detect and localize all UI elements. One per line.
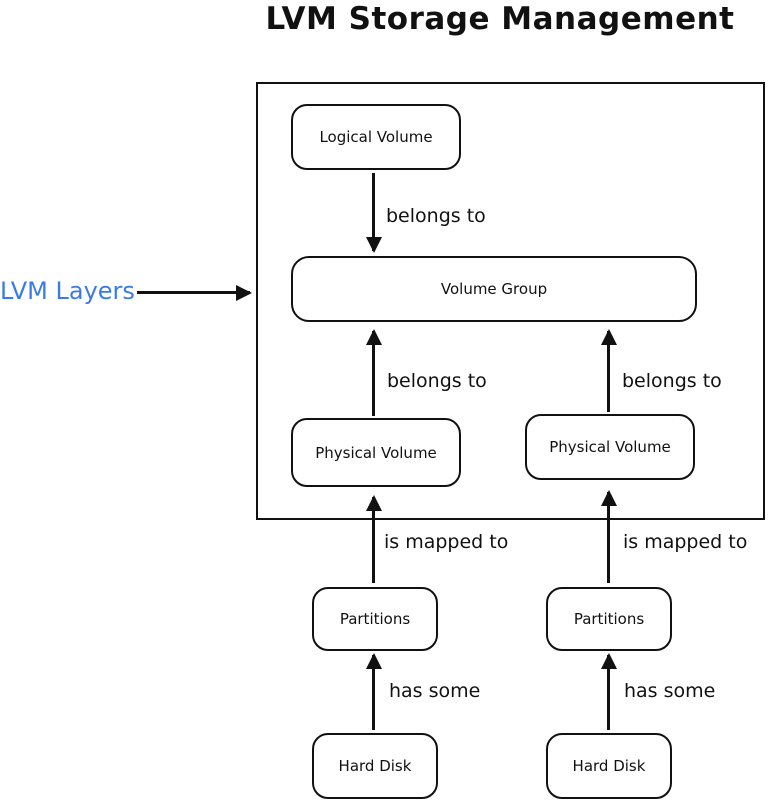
arrowhead-down-icon bbox=[365, 237, 382, 253]
node-hard-disk-right-label: Hard Disk bbox=[572, 757, 646, 775]
node-partitions-left: Partitions bbox=[312, 587, 438, 651]
edge-label-pv-right-to-vg: belongs to bbox=[622, 370, 722, 392]
arrow-lv-to-vg bbox=[365, 173, 382, 253]
node-volume-group-label: Volume Group bbox=[440, 280, 548, 298]
edge-label-hd-right-to-partitions: has some bbox=[624, 680, 716, 702]
arrowhead-up-icon bbox=[365, 329, 382, 345]
node-partitions-right: Partitions bbox=[546, 587, 672, 651]
arrowhead-up-icon bbox=[600, 329, 617, 345]
arrowhead-right-icon bbox=[236, 284, 252, 301]
arrow-lvm-layers-to-box bbox=[137, 284, 252, 301]
arrowhead-up-icon bbox=[600, 653, 617, 669]
node-physical-volume-left: Physical Volume bbox=[291, 418, 461, 487]
node-hard-disk-right: Hard Disk bbox=[546, 733, 672, 799]
node-physical-volume-right: Physical Volume bbox=[525, 414, 695, 480]
arrow-hd-left-to-partitions bbox=[365, 653, 382, 730]
arrowhead-up-icon bbox=[365, 653, 382, 669]
node-hard-disk-left: Hard Disk bbox=[312, 733, 438, 799]
diagram-title: LVM Storage Management bbox=[265, 1, 735, 37]
edge-label-partitions-left-to-pv: is mapped to bbox=[384, 531, 509, 553]
node-logical-volume: Logical Volume bbox=[291, 104, 461, 170]
edge-label-hd-left-to-partitions: has some bbox=[389, 680, 481, 702]
node-physical-volume-right-label: Physical Volume bbox=[549, 438, 671, 456]
edge-label-lv-to-vg: belongs to bbox=[386, 205, 486, 227]
node-partitions-right-label: Partitions bbox=[573, 610, 645, 628]
arrow-pv-right-to-vg bbox=[600, 329, 617, 412]
node-hard-disk-left-label: Hard Disk bbox=[338, 757, 412, 775]
node-volume-group: Volume Group bbox=[291, 256, 697, 322]
node-physical-volume-left-label: Physical Volume bbox=[315, 443, 437, 462]
arrowhead-up-icon bbox=[365, 495, 382, 511]
node-partitions-left-label: Partitions bbox=[339, 610, 411, 628]
edge-label-pv-left-to-vg: belongs to bbox=[387, 370, 487, 392]
arrow-pv-left-to-vg bbox=[365, 329, 382, 416]
lvm-layers-label: LVM Layers bbox=[0, 277, 135, 305]
arrow-partitions-left-to-pv bbox=[365, 495, 382, 583]
edge-label-partitions-right-to-pv: is mapped to bbox=[623, 531, 748, 553]
node-logical-volume-label: Logical Volume bbox=[319, 128, 433, 146]
arrow-partitions-right-to-pv bbox=[600, 490, 617, 583]
arrow-hd-right-to-partitions bbox=[600, 653, 617, 730]
arrowhead-up-icon bbox=[600, 490, 617, 506]
